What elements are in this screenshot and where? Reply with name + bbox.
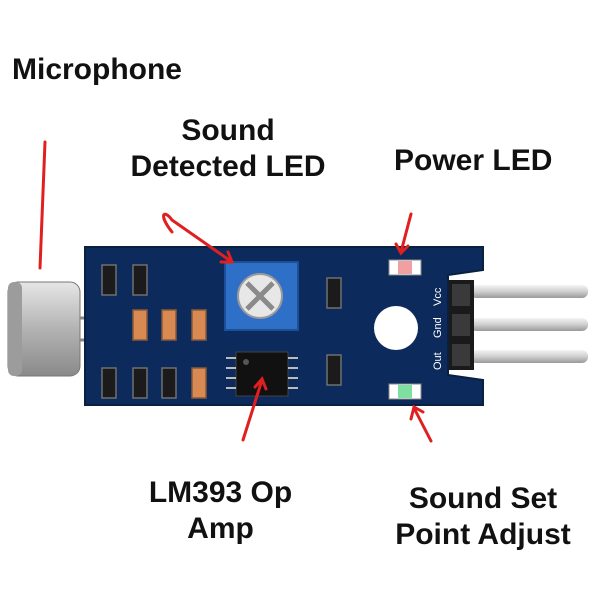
sound-detected-led [388,383,422,400]
op-amp-arrowhead [253,376,268,391]
op-amp-label: LM393 Op Amp [108,475,333,547]
op-amp-label-line1: LM393 Op [148,476,293,509]
pointer-lines [38,140,433,443]
potentiometer [224,261,299,331]
power-led-label: Power LED [394,144,553,177]
power-led-pointer [399,212,413,254]
microphone-label: Microphone [12,53,182,86]
lm393-chip [226,351,298,397]
sound-led-arrowhead [219,250,235,264]
op-amp-pointer [241,378,264,442]
sound-detected-led-label-line2: Detected LED [130,150,326,183]
set-point-arrowhead [409,404,425,421]
power-led-arrowhead [394,242,410,256]
pin-label-gnd: Gnd [432,317,444,338]
set-point-adjust-label-line1: Sound Set [408,482,558,515]
op-amp-label-line2: Amp [187,512,254,545]
pin-label-vcc: Vcc [432,287,444,306]
smd-resistors [132,309,207,399]
set-point-adjust-label: Sound Set Point Adjust [378,481,588,553]
mounting-hole [374,306,418,350]
power-led [388,259,422,276]
microphone-pointer [38,140,47,270]
sound-detected-led-label: Sound Detected LED [103,113,353,185]
sound-led-pointer [162,212,234,264]
header-pins [446,280,588,370]
pin-label-out: Out [432,352,444,370]
set-point-adjust-label-line2: Point Adjust [395,518,571,551]
sound-detected-led-label-line1: Sound [181,114,275,147]
microphone-capsule [7,281,92,377]
smd-components [101,264,342,399]
set-point-pointer [412,406,433,443]
